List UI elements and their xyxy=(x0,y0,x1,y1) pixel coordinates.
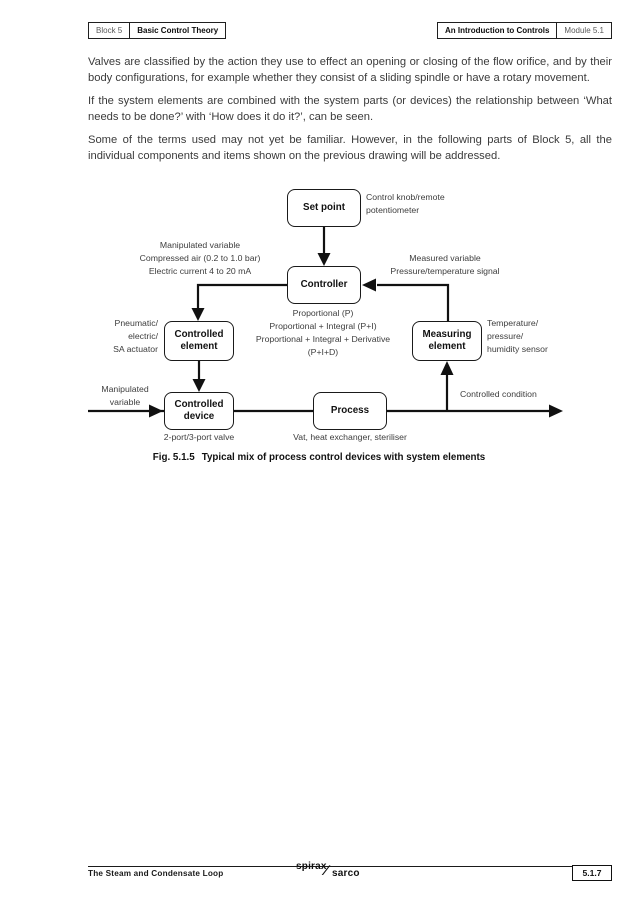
label-manipulated-variable-top: Manipulated variable Compressed air (0.2… xyxy=(139,240,261,276)
header-block-title: Basic Control Theory xyxy=(130,22,227,39)
label-sensor: Temperature/ pressure/ humidity sensor xyxy=(487,318,548,354)
box-process: Process xyxy=(313,392,387,430)
label-actuator: Pneumatic/ electric/ SA actuator xyxy=(113,318,158,354)
paragraph-2: If the system elements are combined with… xyxy=(88,95,612,123)
box-controlled-device: Controlled device xyxy=(164,392,234,430)
figure-caption-text: Typical mix of process control devices w… xyxy=(201,452,486,463)
logo-text-spirax: spirax xyxy=(296,861,327,872)
label-process-note: Vat, heat exchanger, steriliser xyxy=(293,432,407,442)
logo-text-sarco: sarco xyxy=(332,868,360,879)
footer-rule xyxy=(88,866,572,867)
box-controlled-element: Controlled element xyxy=(164,321,234,361)
label-controlled-condition: Controlled condition xyxy=(460,389,537,399)
label-manipulated-variable-left: Manipulated variable xyxy=(101,384,149,407)
box-measuring-element: Measuring element xyxy=(412,321,482,361)
header-block-label: Block 5 xyxy=(88,22,131,39)
body-text: Valves are classified by the action they… xyxy=(88,55,612,172)
figure-caption: Fig. 5.1.5 Typical mix of process control… xyxy=(0,452,638,463)
process-control-diagram: Set point Controller Controlled element … xyxy=(0,185,638,485)
header-section-title: An Introduction to Controls xyxy=(436,22,558,39)
header-right: An Introduction to Controls Module 5.1 xyxy=(436,22,612,39)
box-set-point: Set point xyxy=(287,189,361,227)
header-left: Block 5 Basic Control Theory xyxy=(88,22,227,39)
paragraph-3: Some of the terms used may not yet be fa… xyxy=(88,134,612,162)
page-reference-badge: 5.1.7 xyxy=(572,865,612,881)
label-control-knob: Control knob/remote potentiometer xyxy=(366,192,445,215)
paragraph-1: Valves are classified by the action they… xyxy=(88,56,612,84)
figure-caption-number: Fig. 5.1.5 xyxy=(152,452,195,463)
label-valve-note: 2-port/3-port valve xyxy=(163,432,235,442)
box-controller: Controller xyxy=(287,266,361,304)
label-controller-modes: Proportional (P) Proportional + Integral… xyxy=(255,308,391,357)
header-module-label: Module 5.1 xyxy=(557,22,612,39)
spirax-sarco-logo: spirax ⁄ sarco xyxy=(296,861,360,883)
footer-book-title: The Steam and Condensate Loop xyxy=(88,869,224,878)
label-measured-variable: Measured variable Pressure/temperature s… xyxy=(390,253,500,276)
